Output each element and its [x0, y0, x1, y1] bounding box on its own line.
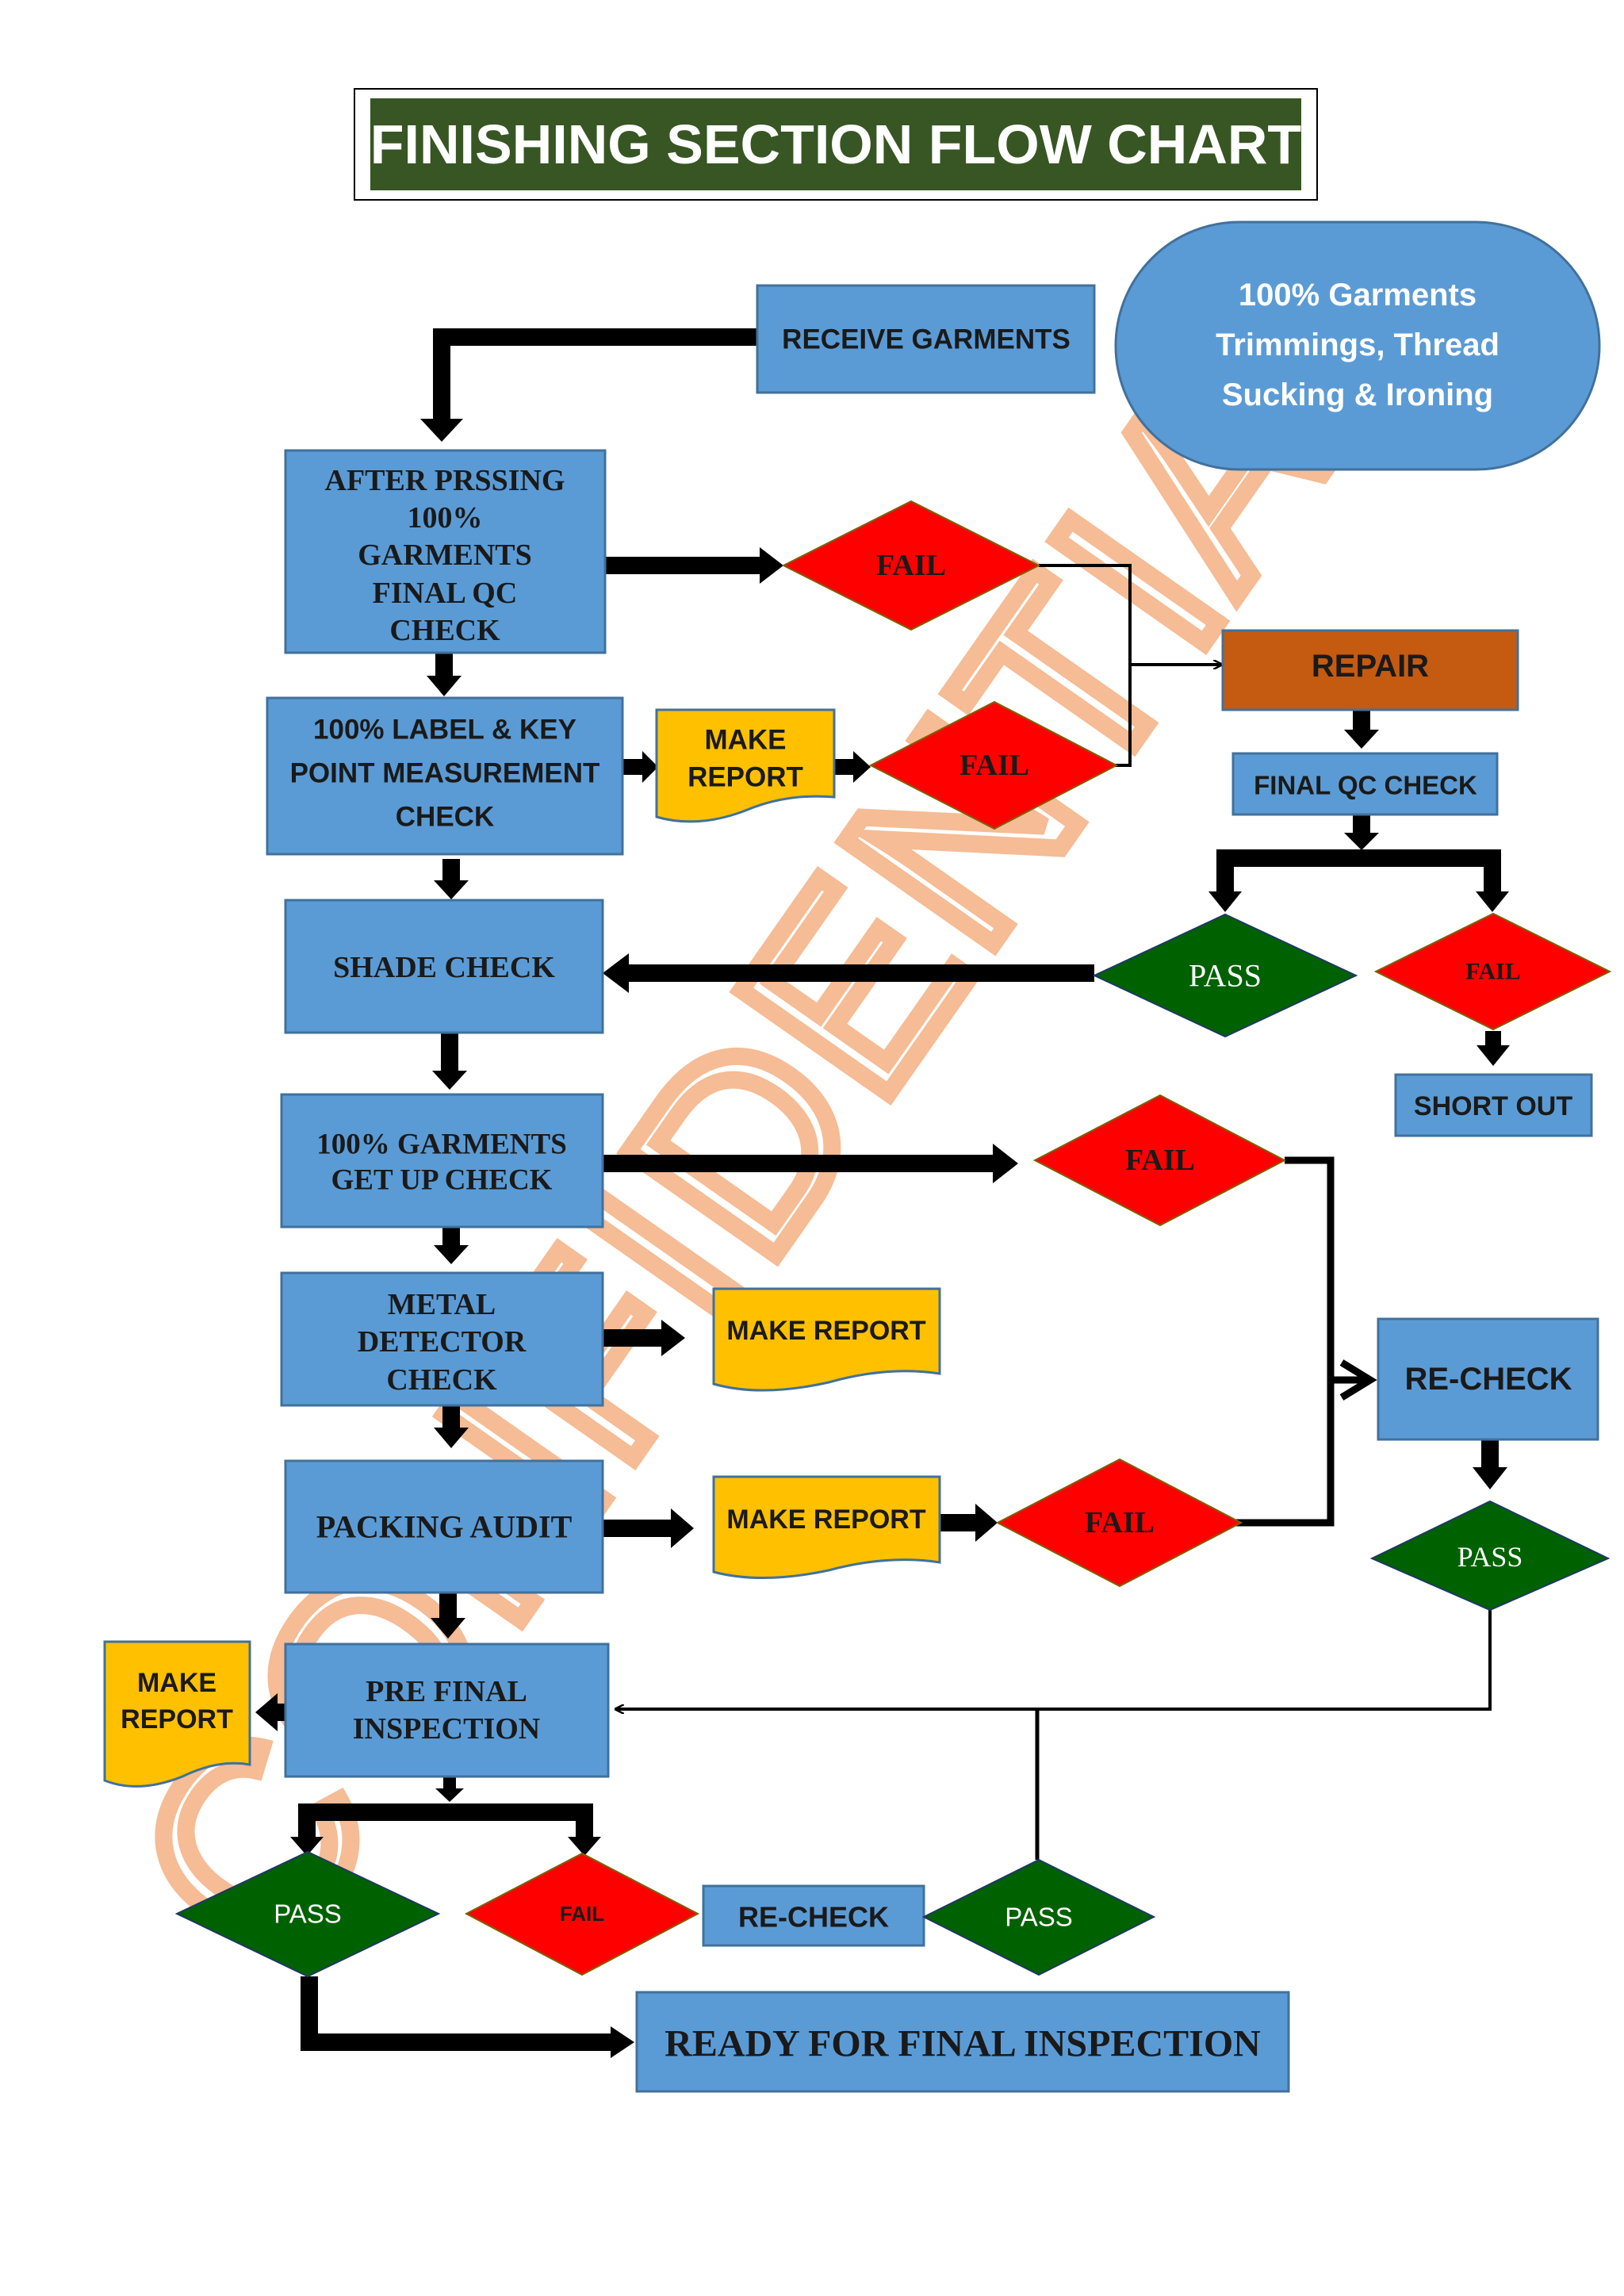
final-qc-check-box: FINAL QC CHECK — [1231, 752, 1499, 816]
re-check-1-label: RE-CHECK — [1404, 1362, 1572, 1397]
make-report-4-line-2: REPORT — [121, 1704, 233, 1734]
fail-6-label: FAIL — [560, 1902, 604, 1926]
metal-detector-check-box: METAL DETECTOR CHECK — [280, 1271, 604, 1407]
after-pressing-line-2: 100% — [408, 501, 483, 535]
label-key-check-box: 100% LABEL & KEY POINT MEASUREMENT CHECK — [266, 696, 624, 856]
pass-1-label: PASS — [1189, 958, 1262, 994]
fail-2-label: FAIL — [959, 749, 1029, 782]
make-report-3: MAKE REPORT — [712, 1475, 941, 1580]
fail-decision-3: FAIL — [1373, 912, 1612, 1031]
make-report-2-label: MAKE REPORT — [726, 1316, 925, 1346]
fail-decision-5: FAIL — [995, 1458, 1243, 1588]
shade-check-box: SHADE CHECK — [284, 899, 604, 1034]
pass-decision-2: PASS — [1369, 1500, 1611, 1612]
repair-label: REPAIR — [1312, 649, 1429, 684]
make-report-3-label: MAKE REPORT — [726, 1504, 925, 1535]
re-check-box-1: RE-CHECK — [1377, 1317, 1599, 1441]
make-report-1: MAKE REPORT — [655, 708, 836, 823]
pass-decision-3: PASS — [174, 1850, 441, 1978]
get-up-line-1: 100% GARMENTS — [316, 1129, 567, 1161]
ready-for-final-inspection-box: READY FOR FINAL INSPECTION — [635, 1991, 1290, 2093]
after-pressing-line-1: AFTER PRSSING — [325, 464, 565, 497]
label-check-line-2: POINT MEASUREMENT — [290, 758, 600, 789]
title-banner: FINISHING SECTION FLOW CHART — [354, 88, 1318, 201]
make-report-4: MAKE REPORT — [103, 1640, 251, 1788]
metal-line-1: METAL — [388, 1288, 496, 1321]
pass-decision-4: PASS — [921, 1858, 1156, 1976]
packing-audit-label: PACKING AUDIT — [316, 1509, 573, 1545]
metal-line-3: CHECK — [386, 1363, 497, 1397]
short-out-box: SHORT OUT — [1394, 1073, 1593, 1137]
label-check-line-3: CHECK — [396, 802, 494, 833]
receive-garments-label: RECEIVE GARMENTS — [782, 324, 1071, 355]
pass-4-label: PASS — [1005, 1903, 1073, 1932]
pre-final-inspection-box: PRE FINAL INSPECTION — [284, 1642, 610, 1778]
after-pressing-line-3: GARMENTS — [358, 539, 532, 572]
note-line-3: Sucking & Ironing — [1222, 378, 1493, 412]
fail-decision-2: FAIL — [868, 700, 1119, 830]
get-up-line-2: GET UP CHECK — [331, 1164, 553, 1197]
label-check-line-1: 100% LABEL & KEY — [313, 715, 576, 746]
fail-3-label: FAIL — [1465, 959, 1520, 985]
make-report-4-line-1: MAKE — [137, 1668, 216, 1698]
pre-final-line-2: INSPECTION — [353, 1712, 541, 1746]
shade-check-label: SHADE CHECK — [333, 951, 555, 984]
note-line-2: Trimmings, Thread — [1216, 328, 1500, 362]
note-line-1: 100% Garments — [1239, 278, 1477, 312]
ready-final-label: READY FOR FINAL INSPECTION — [665, 2023, 1261, 2065]
receive-garments-box: RECEIVE GARMENTS — [756, 284, 1096, 394]
page-title: FINISHING SECTION FLOW CHART — [370, 113, 1301, 175]
pass-3-label: PASS — [274, 1899, 342, 1929]
pre-final-line-1: PRE FINAL — [366, 1675, 527, 1708]
fail-decision-4: FAIL — [1032, 1094, 1287, 1227]
fail-5-label: FAIL — [1085, 1506, 1155, 1539]
after-pressing-line-5: CHECK — [389, 614, 500, 647]
make-report-2: MAKE REPORT — [712, 1287, 941, 1392]
re-check-2-label: RE-CHECK — [738, 1901, 889, 1934]
fail-1-label: FAIL — [876, 549, 946, 582]
make-report-1-line-2: REPORT — [688, 762, 803, 793]
after-pressing-line-4: FINAL QC — [373, 577, 518, 610]
pass-decision-1: PASS — [1092, 913, 1358, 1038]
final-qc-check-label: FINAL QC CHECK — [1254, 771, 1477, 800]
repair-box: REPAIR — [1221, 629, 1519, 711]
packing-audit-box: PACKING AUDIT — [284, 1459, 604, 1594]
after-pressing-qc-box: AFTER PRSSING 100% GARMENTS FINAL QC CHE… — [284, 449, 607, 654]
metal-line-2: DETECTOR — [358, 1325, 527, 1359]
connectors — [255, 328, 1510, 2058]
fail-4-label: FAIL — [1125, 1144, 1195, 1177]
finishing-note-terminator: 100% Garments Trimmings, Thread Sucking … — [1114, 220, 1601, 471]
re-check-box-2: RE-CHECK — [702, 1884, 925, 1947]
get-up-check-box: 100% GARMENTS GET UP CHECK — [280, 1093, 604, 1228]
make-report-1-line-1: MAKE — [704, 725, 786, 756]
fail-decision-1: FAIL — [781, 500, 1041, 631]
pass-2-label: PASS — [1457, 1541, 1523, 1573]
fail-decision-6: FAIL — [464, 1852, 700, 1976]
short-out-label: SHORT OUT — [1414, 1091, 1572, 1121]
